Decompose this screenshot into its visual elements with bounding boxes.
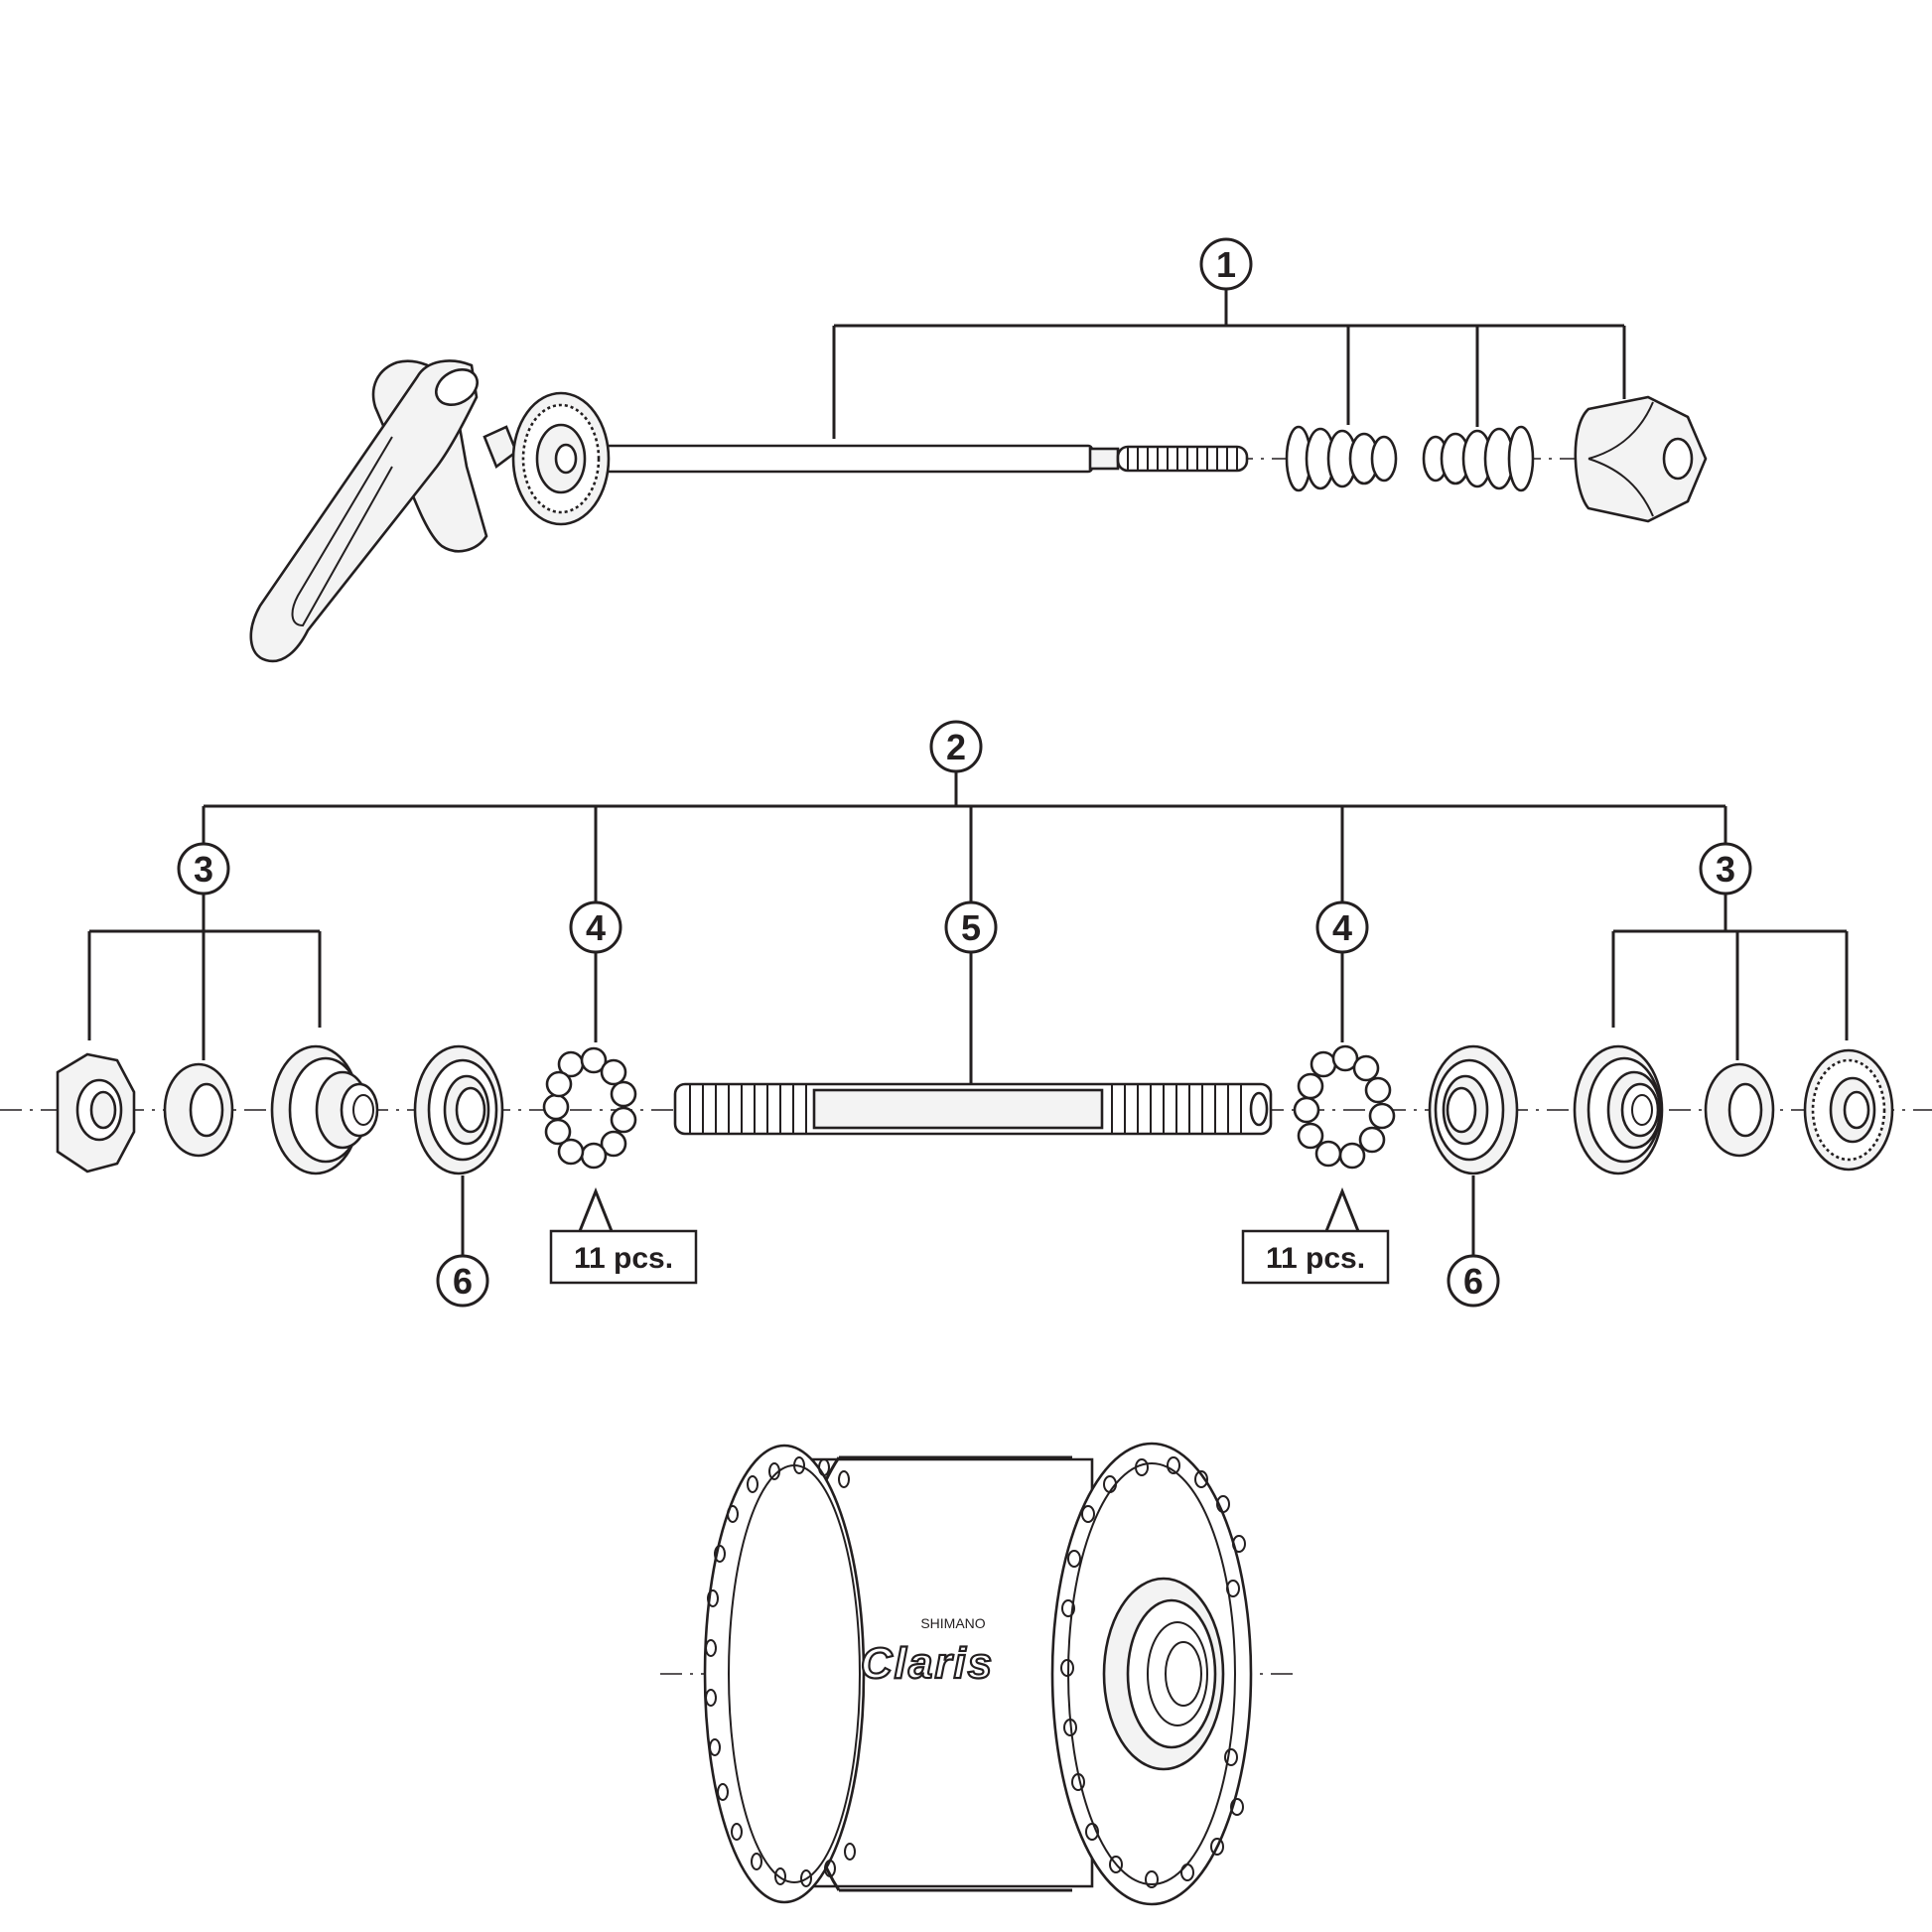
hub-axle-assembly: 2 3 3 4	[0, 720, 1932, 1308]
quantity-box-right: 11 pcs.	[1241, 1186, 1390, 1285]
callout-1: 1	[1199, 237, 1253, 291]
left-flange-spoke-holes	[705, 1456, 856, 1887]
dust-cap-right	[1428, 1044, 1519, 1175]
left-flange	[703, 1444, 866, 1904]
cone-right	[1573, 1044, 1664, 1175]
washer-right	[1704, 1062, 1775, 1158]
qr-cam-head	[511, 391, 611, 526]
bracket-2	[202, 770, 1727, 903]
callout-6-left: 6	[436, 1175, 489, 1308]
callout-6-right-label: 6	[1463, 1261, 1483, 1302]
callout-6-right: 6	[1447, 1175, 1500, 1308]
hub-axle	[673, 1082, 1273, 1136]
callout-5: 5	[944, 900, 998, 1084]
callout-5-label: 5	[961, 907, 981, 948]
locknut-right	[1803, 1048, 1894, 1172]
hub-brand-maker: SHIMANO	[920, 1615, 985, 1631]
callout-4-left-label: 4	[586, 907, 606, 948]
quick-release-assembly: 1	[249, 237, 1708, 663]
quantity-box-left: 11 pcs.	[549, 1186, 698, 1285]
callout-3-right-label: 3	[1716, 849, 1735, 890]
callout-2: 2	[929, 720, 983, 773]
right-flange-spoke-holes	[1060, 1456, 1246, 1888]
hub-body: SHIMANO Claris	[660, 1442, 1296, 1906]
callout-1-label: 1	[1216, 244, 1236, 285]
dust-cap-left	[413, 1044, 504, 1175]
skewer-rod	[554, 444, 1249, 474]
callout-3-left: 3	[177, 842, 230, 896]
callout-2-label: 2	[946, 727, 966, 767]
bearing-balls-right	[1293, 1044, 1396, 1170]
bracket-3-left	[87, 894, 322, 1060]
callout-3-left-label: 3	[194, 849, 213, 890]
locknut-left	[56, 1052, 136, 1173]
spring-left	[1285, 425, 1398, 492]
bracket-1	[832, 288, 1626, 439]
quantity-label-right: 11 pcs.	[1266, 1242, 1365, 1275]
callout-4-right-label: 4	[1332, 907, 1352, 948]
adjusting-nut	[1574, 395, 1708, 523]
callout-4-right: 4	[1315, 900, 1369, 1042]
bearing-balls-left	[542, 1046, 637, 1170]
hub-brand-series: Claris	[861, 1639, 994, 1688]
callout-6-left-label: 6	[453, 1261, 473, 1302]
bracket-3-right	[1611, 894, 1849, 1060]
qr-lever	[249, 359, 518, 663]
cone-left	[270, 1044, 379, 1175]
callout-3-right: 3	[1699, 842, 1752, 896]
washer-left	[163, 1062, 234, 1158]
quantity-label-left: 11 pcs.	[574, 1242, 673, 1275]
spring-right	[1422, 425, 1535, 492]
callout-4-left: 4	[569, 900, 622, 1042]
